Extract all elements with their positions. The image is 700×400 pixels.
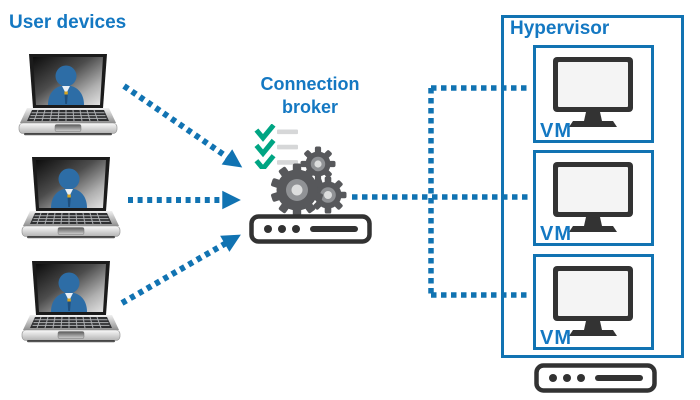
vm-label: VM: [540, 223, 572, 245]
dotted-arrow-top: [122, 83, 243, 168]
monitor-icon: [553, 266, 633, 336]
dotted-arrow-bottom: [120, 234, 241, 306]
laptop-user-icon: [21, 261, 121, 343]
vm-box: VM: [533, 45, 654, 143]
connection-broker-title: Connection broker: [234, 73, 386, 119]
gear-large: [270, 163, 324, 217]
hypervisor-box: Hypervisor VM VM: [501, 15, 684, 358]
monitor-icon: [553, 57, 633, 127]
connection-broker-title-line2: broker: [281, 97, 339, 117]
broker-to-hypervisor-links: [352, 85, 531, 298]
vm-box: VM: [533, 150, 654, 246]
laptop-user-icon: [18, 54, 118, 136]
vm-box: VM: [533, 254, 654, 350]
host-server-icon: [534, 363, 657, 393]
device-to-broker-arrows: [120, 83, 243, 306]
hypervisor-title: Hypervisor: [510, 18, 610, 39]
laptop-user-icon: [21, 157, 121, 239]
broker-server-icon: [249, 214, 372, 244]
user-devices-title: User devices: [9, 12, 127, 33]
gear-medium: [309, 176, 347, 214]
checklist-icon: [254, 124, 298, 169]
monitor-icon: [553, 162, 633, 232]
vm-label: VM: [540, 120, 572, 142]
gears-icon: [270, 146, 347, 217]
vm-label: VM: [540, 327, 572, 349]
connection-broker-title-line1: Connection: [260, 74, 360, 94]
